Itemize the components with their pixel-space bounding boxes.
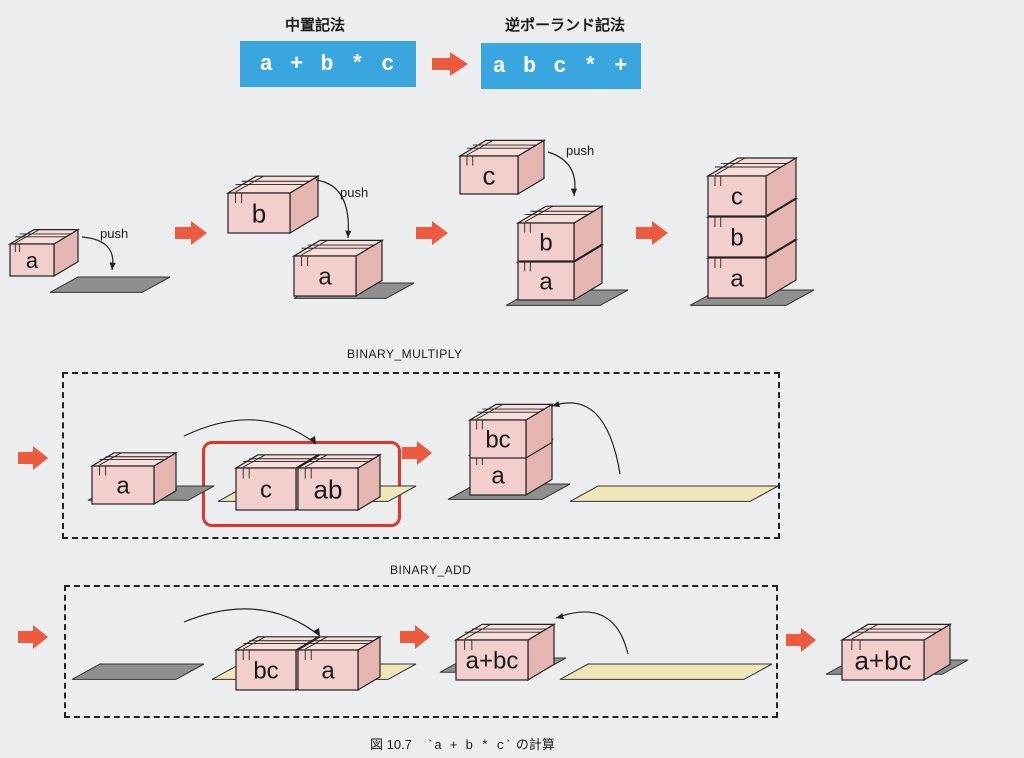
infix-title: 中置記法	[284, 17, 345, 34]
box-a-add-label: a	[321, 658, 335, 685]
box-b-stage2: b	[225, 175, 321, 235]
box-a-add: a	[295, 635, 383, 692]
push-curve-1-head	[109, 262, 116, 270]
figure-caption: 図 10.7 `a + b * c` の計算	[370, 734, 555, 753]
box-a-stage2-label: a	[318, 264, 332, 291]
multiply-operands-highlight	[202, 441, 401, 527]
binary-multiply-label: BINARY_MULTIPLY	[347, 347, 463, 361]
add-curve-2-head	[556, 613, 564, 620]
row2-entry-arrow	[18, 446, 48, 470]
mult-curve-1-head	[309, 436, 316, 444]
box-a-stage4-label: a	[730, 266, 744, 293]
mult-curve-2	[551, 402, 621, 475]
box-bc-add-label: bc	[253, 658, 278, 685]
box-aplusbc-add: a+bc	[453, 623, 557, 682]
box-c-mult-label: c	[260, 477, 272, 504]
box-c-stage4-label: c	[731, 184, 743, 211]
push-curve-3	[547, 151, 576, 197]
infix-expression: a + b * c	[240, 41, 416, 87]
slab-add-left	[71, 663, 205, 680]
push-curve-2-head	[345, 230, 352, 238]
mult-curve-2-head	[552, 401, 560, 408]
add-curve-1	[183, 608, 321, 637]
box-b-stage4-label: b	[730, 225, 743, 252]
notation-arrow	[432, 52, 468, 76]
box-a-stage2: a	[291, 239, 385, 298]
box-a-mult: a	[89, 451, 179, 506]
row2-arrow-1	[402, 441, 432, 465]
box-aplusbc-final-label: a+bc	[854, 645, 911, 675]
rpn-title: 逆ポーランド記法	[504, 17, 625, 34]
box-b-stage3-label: b	[539, 230, 552, 257]
box-c-stage3-label: c	[483, 160, 496, 190]
push-curve-3-head	[570, 188, 578, 196]
box-aplusbc-final: a+bc	[839, 623, 953, 682]
box-bc-mult-result: bc	[467, 403, 555, 460]
box-a-mult-label: a	[116, 473, 130, 500]
row3-arrow-1	[400, 625, 430, 649]
box-b-stage2-label: b	[252, 198, 266, 228]
box-a-stage1-label: a	[26, 248, 39, 273]
box-ab-mult: ab	[295, 453, 383, 512]
add-curve-2	[555, 611, 629, 655]
binary-add-frame	[64, 585, 778, 718]
box-c-stage3: c	[457, 139, 547, 196]
box-ab-mult-label: ab	[314, 474, 343, 504]
row3-entry-arrow	[18, 625, 48, 649]
push-curve-1	[81, 236, 114, 271]
slab-mult-empty	[569, 485, 779, 502]
slab-add-empty	[559, 663, 773, 680]
row1-arrow-2	[416, 221, 448, 245]
caption-expression: `a + b * c`	[426, 738, 513, 753]
box-a-mult-result-label: a	[491, 463, 505, 490]
row1-arrow-1	[175, 221, 207, 245]
rpn-expression: a b c * +	[481, 43, 641, 89]
add-curve-1-head	[313, 628, 320, 636]
box-a-stage1: a	[7, 228, 81, 278]
box-b-stage3: b	[515, 205, 605, 263]
push-curve-2	[315, 179, 349, 239]
box-c-stage4: c	[705, 156, 799, 218]
push-label-3: push	[566, 143, 594, 158]
binary-multiply-frame	[62, 372, 780, 539]
box-a-stage3-label: a	[539, 269, 553, 296]
slab-stage1	[49, 276, 171, 293]
box-bc-mult-result-label: bc	[485, 427, 510, 454]
mult-curve-1	[183, 419, 317, 445]
row1-arrow-3	[636, 221, 668, 245]
row3-arrow-2	[786, 628, 816, 652]
push-label-1: push	[100, 226, 128, 241]
push-label-2: push	[340, 185, 368, 200]
box-aplusbc-add-label: a+bc	[466, 648, 519, 675]
caption-number: 図 10.7	[370, 737, 412, 752]
binary-add-label: BINARY_ADD	[390, 563, 472, 577]
caption-suffix: の計算	[515, 737, 555, 752]
